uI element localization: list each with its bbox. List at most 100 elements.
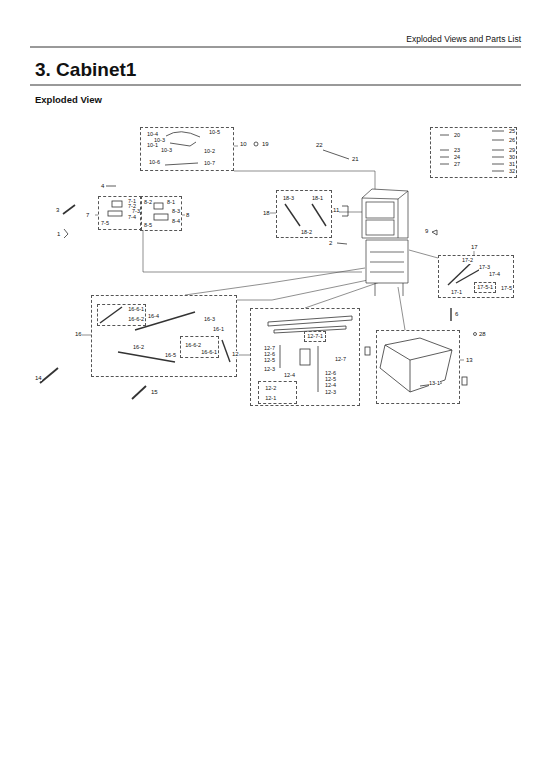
callout-number: 12-1 bbox=[265, 396, 276, 402]
callout-number: 12-5 bbox=[325, 377, 336, 383]
part-group-box: 16-416-316-116-516-216-6-116-6-216-6-216… bbox=[91, 295, 237, 377]
callout-number: 16-1 bbox=[213, 327, 224, 333]
callout-number: 18-3 bbox=[283, 196, 294, 202]
callout-number: 16-6-1 bbox=[128, 307, 144, 313]
part-group-box: 16-6-216-6-1 bbox=[180, 336, 219, 358]
title-rule bbox=[30, 85, 521, 86]
callout-number: 10-1 bbox=[147, 143, 158, 149]
callout-number: 6 bbox=[455, 311, 458, 317]
callout-number: 10-7 bbox=[204, 161, 215, 167]
callout-number: 16-2 bbox=[133, 345, 144, 351]
part-group-box: 8-2 8-1 8-3 8-5 8-4 bbox=[140, 196, 182, 231]
callout-number: 21 bbox=[352, 156, 359, 162]
page-title: 3. Cabinet1 bbox=[35, 60, 136, 79]
callout-number: 10-6 bbox=[149, 160, 160, 166]
callout-number: 12-7-1 bbox=[307, 334, 323, 340]
callout-number: 30 bbox=[509, 155, 515, 161]
callout-number: 27 bbox=[454, 162, 460, 168]
callout-number: 28 bbox=[479, 331, 486, 337]
callout-number: 12-6 bbox=[325, 371, 336, 377]
callout-number: 31 bbox=[509, 162, 515, 168]
callout-number: 12-4 bbox=[325, 383, 336, 389]
callout-number: 10-2 bbox=[204, 149, 215, 155]
part-group-box: 12-2 12-1 bbox=[258, 381, 297, 404]
callout-number: 10 bbox=[240, 141, 247, 147]
callout-number: 26 bbox=[509, 138, 515, 144]
callout-number: 7-3 bbox=[132, 209, 140, 215]
leader-lines bbox=[82, 146, 474, 360]
callout-number: 16-5 bbox=[165, 353, 176, 359]
callout-number: 16-3 bbox=[204, 317, 215, 323]
callout-number: 29 bbox=[509, 148, 515, 154]
part-group-box: 17-5-1 bbox=[474, 282, 496, 293]
callout-number: 8-4 bbox=[172, 219, 180, 225]
callout-number: 8-5 bbox=[144, 223, 152, 229]
part-group-box: 12-7-1 bbox=[304, 331, 326, 342]
callout-number: 25 bbox=[509, 129, 515, 135]
callout-number: 24 bbox=[454, 155, 460, 161]
callout-number: 19 bbox=[262, 141, 269, 147]
callout-number: 17-4 bbox=[489, 272, 500, 278]
callout-number: 12-3 bbox=[325, 390, 336, 396]
callout-number: 8-3 bbox=[172, 209, 180, 215]
callout-number: 11 bbox=[333, 207, 339, 213]
callout-number: 12-6 bbox=[264, 352, 275, 358]
callout-number: 7-4 bbox=[128, 215, 136, 221]
header-rule bbox=[30, 47, 521, 48]
callout-number: 10-4 bbox=[147, 132, 158, 138]
callout-number: 12-5 bbox=[264, 358, 275, 364]
refrigerator-cabinet bbox=[362, 189, 408, 296]
part-group-box: 13-1 bbox=[376, 330, 460, 404]
callout-number: 16-4 bbox=[148, 314, 159, 320]
callout-number: 7-5 bbox=[101, 221, 109, 227]
callout-number: 17-2 bbox=[462, 258, 473, 264]
callout-number: 18 bbox=[263, 210, 270, 216]
callout-number: 17-5-1 bbox=[477, 285, 493, 291]
callout-number: 1 bbox=[57, 231, 60, 237]
callout-number: 20 bbox=[454, 133, 460, 139]
callout-number: 12-3 bbox=[264, 367, 275, 373]
callout-number: 14 bbox=[35, 375, 42, 381]
part-group-box: 10-410-310-110-310-610-510-210-7 bbox=[140, 127, 234, 171]
section-heading: Exploded View bbox=[35, 95, 102, 105]
callout-number: 2 bbox=[329, 240, 332, 246]
callout-number: 17-3 bbox=[479, 265, 490, 271]
callout-number: 18-1 bbox=[312, 196, 323, 202]
callout-number: 17 bbox=[471, 244, 478, 250]
callout-number: 22 bbox=[316, 142, 323, 148]
callout-number: 16-6-2 bbox=[185, 343, 201, 349]
callout-number: 8-2 bbox=[144, 200, 152, 206]
callout-number: 12-7 bbox=[264, 346, 275, 352]
callout-number: 16-6-2 bbox=[128, 317, 144, 323]
part-group-box: 16-6-1 16-6-2 bbox=[97, 304, 146, 326]
callout-number: 15 bbox=[151, 389, 158, 395]
part-drawings bbox=[40, 131, 504, 399]
callout-number: 12-4 bbox=[284, 373, 295, 379]
callout-number: 17-5 bbox=[501, 286, 512, 292]
callout-number: 12-2 bbox=[265, 386, 276, 392]
part-group-box: 17-2 17-317-4 17-1 17-5 17-5-1 bbox=[438, 255, 514, 298]
part-group-box: 7-17-27-37-47-5 bbox=[98, 196, 142, 230]
callout-number: 8-1 bbox=[167, 200, 175, 206]
section-heading: Exploded Views and Parts List bbox=[406, 35, 521, 44]
callout-number: 10-3 bbox=[161, 148, 172, 154]
callout-number: 16 bbox=[75, 331, 82, 337]
callout-number: 9 bbox=[425, 228, 428, 234]
callout-number: 3 bbox=[56, 207, 59, 213]
callout-number: 13-1 bbox=[429, 381, 440, 387]
callout-number: 7 bbox=[86, 212, 89, 218]
callout-number: 23 bbox=[454, 148, 460, 154]
callout-number: 32 bbox=[509, 169, 515, 175]
callout-number: 16-6-1 bbox=[201, 350, 217, 356]
part-group-box: 20 232427 25 26 29303132 bbox=[430, 127, 517, 178]
callout-number: 13 bbox=[466, 357, 473, 363]
callout-number: 12 bbox=[232, 351, 239, 357]
part-group-box: 12-712-612-512-312-412-712-612-512-412-3… bbox=[250, 308, 360, 406]
part-group-box: 18-3 18-1 18-2 bbox=[276, 190, 332, 238]
callout-number: 4 bbox=[101, 183, 104, 189]
callout-number: 17-1 bbox=[451, 290, 462, 296]
callout-number: 18-2 bbox=[301, 230, 312, 236]
callout-number: 10-5 bbox=[209, 130, 220, 136]
callout-number: 12-7 bbox=[335, 357, 346, 363]
callout-number: 8 bbox=[186, 212, 189, 218]
